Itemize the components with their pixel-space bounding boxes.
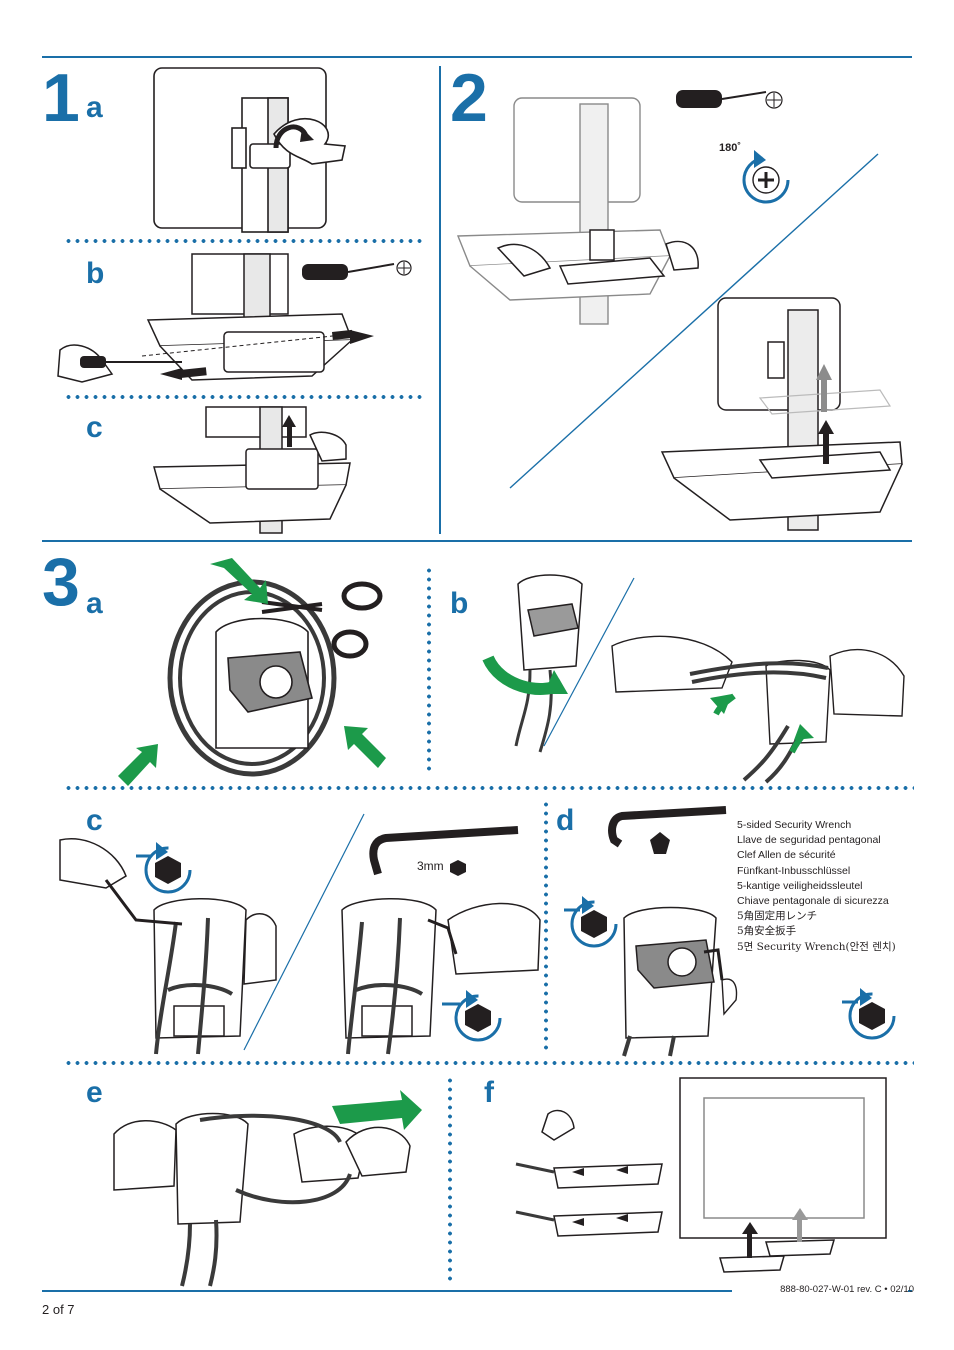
- wrench-name-zh: 5角安全扳手: [737, 925, 797, 938]
- step-1-number: 1: [42, 60, 80, 136]
- step-3b-illustration: [482, 574, 905, 784]
- wrench-name-it: Chiave pentagonale di sicurezza: [737, 895, 889, 908]
- wrench-name-ja: 5角固定用レンチ: [737, 910, 818, 923]
- step-3d-hex-icon: [842, 988, 896, 1040]
- page-indicator: 2 of 7: [42, 1302, 75, 1317]
- dotted-sep-3ab-3cd: [64, 786, 914, 790]
- wrench-name-de: Fünfkant-Inbusschlüssel: [737, 864, 851, 877]
- step-1c-letter: c: [86, 411, 103, 444]
- step-3d-illustration: [564, 806, 738, 1057]
- wrench-name-fr: Clef Allen de sécurité: [737, 849, 836, 862]
- step-3-number: 3: [42, 544, 80, 620]
- step-2-illustration: [456, 90, 903, 531]
- step-3b-letter: b: [450, 587, 469, 620]
- part-number: 888-80-027-W-01 rev. C • 02/10: [780, 1284, 914, 1295]
- hex-size-label: 3mm: [417, 859, 444, 873]
- dotted-sep-3cd-3ef: [64, 1061, 914, 1065]
- step1-2-divider: [439, 66, 441, 534]
- step-3f-illustration: [515, 1077, 887, 1273]
- dotted-sep-1a-1b: [64, 239, 424, 243]
- wrench-name-es: Llave de seguridad pentagonal: [737, 834, 881, 847]
- wrench-name-en: 5-sided Security Wrench: [737, 819, 852, 831]
- step-1b-illustration: [57, 253, 412, 383]
- dotted-sep-3a-3b: [427, 566, 431, 774]
- wrench-name-list: 5-sided Security Wrench Llave de segurid…: [737, 818, 896, 955]
- wrench-name-ko: 5면 Security Wrench(안전 렌치): [737, 940, 896, 953]
- step-3a-letter: a: [86, 587, 103, 620]
- step-1c-illustration: [153, 406, 351, 534]
- footer-rule-right: [908, 1290, 912, 1292]
- step-1a-illustration: [153, 67, 346, 233]
- step-3d-letter: d: [556, 804, 575, 837]
- step-3a-illustration: [118, 558, 386, 786]
- dotted-sep-3e-3f: [448, 1076, 452, 1282]
- step-3e-letter: e: [86, 1076, 103, 1109]
- top-rule: [42, 56, 912, 58]
- dotted-sep-1b-1c: [64, 395, 424, 399]
- section-rule: [42, 540, 912, 542]
- step-1a-letter: a: [86, 91, 103, 124]
- step-2-number: 2: [450, 60, 488, 136]
- rotation-label: 180˚: [719, 142, 742, 154]
- step-1b-letter: b: [86, 257, 105, 290]
- step-3e-illustration: [113, 1090, 422, 1287]
- step-3c-letter: c: [86, 804, 103, 837]
- dotted-sep-3c-3d: [544, 800, 548, 1052]
- wrench-name-nl: 5-kantige veiligheidssleutel: [737, 879, 863, 892]
- step-3c-illustration: [59, 813, 541, 1055]
- step-3f-letter: f: [484, 1076, 494, 1109]
- footer-rule: [42, 1290, 732, 1292]
